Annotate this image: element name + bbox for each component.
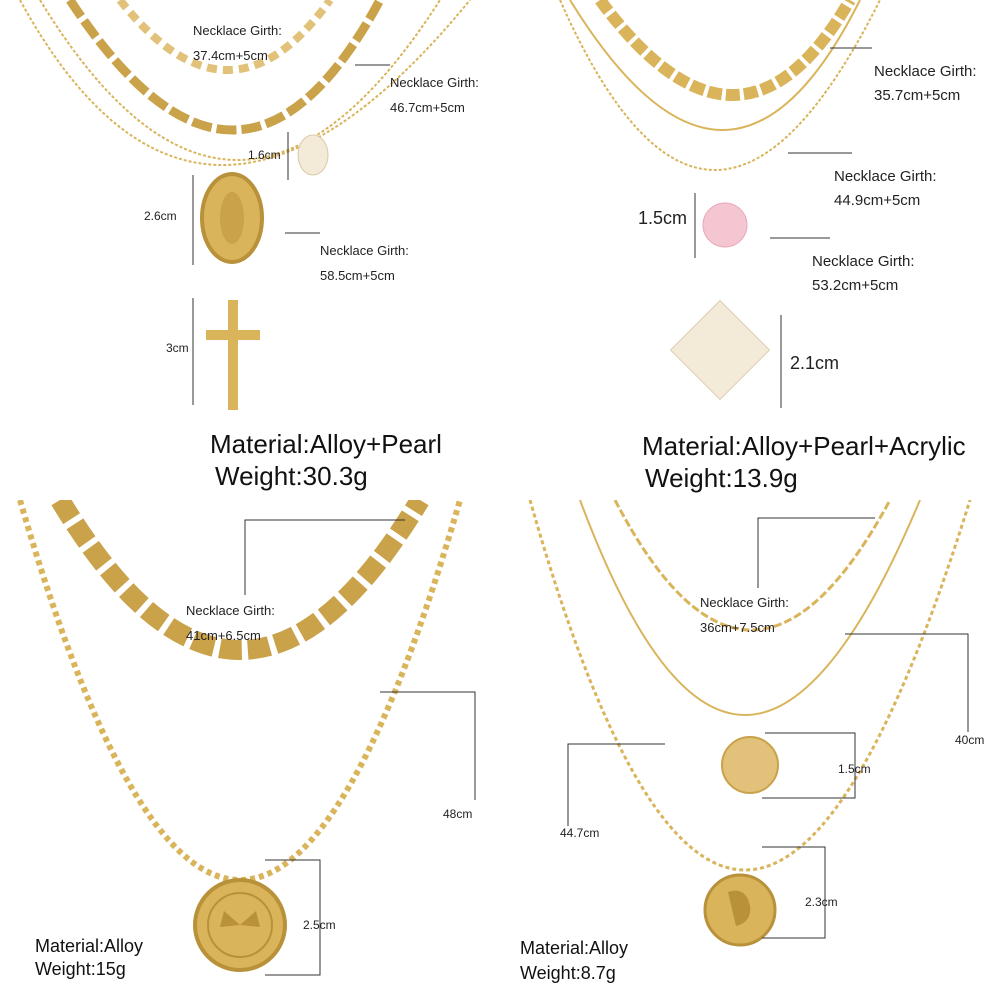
weight-text: Weight:30.3g [215,461,368,491]
panel-top-left: Necklace Girth: 37.4cm+5cm Necklace Girt… [0,0,500,500]
girth-label-2: Necklace Girth: 46.7cm+5cm [390,75,479,115]
girth-label-1: Necklace Girth: 35.7cm+5cm [874,63,977,104]
material-text: Material:Alloy [520,938,629,958]
weight-text: Weight:15g [35,959,126,979]
necklace-set-3-photo [17,500,476,976]
girth-label-3: Necklace Girth: 58.5cm+5cm [320,243,409,283]
panel-bottom-left: Necklace Girth: 41cm+6.5cm 48cm 2.5cm Ma… [0,500,500,1000]
dim-pearl: 1.6cm [248,148,281,162]
panel-top-right: Necklace Girth: 35.7cm+5cm Necklace Girt… [500,0,1000,500]
dim-medal: 2.6cm [144,209,177,223]
girth-label-1: Necklace Girth: 36cm+7.5cm [700,595,789,635]
necklace-set-1-photo [19,0,471,410]
material-text: Material:Alloy [35,936,144,956]
girth-label-3: Necklace Girth: 53.2cm+5cm [812,253,915,294]
dim-coin: 2.5cm [303,918,336,932]
dim-length: 48cm [443,807,473,821]
girth-label-2: Necklace Girth: 44.9cm+5cm [834,168,937,209]
material-text: Material:Alloy+Pearl [210,429,442,459]
girth-label-1: Necklace Girth: 37.4cm+5cm [193,23,282,63]
dim-queen-coin: 2.3cm [805,895,838,909]
dim-small-coin: 1.5cm [838,762,871,776]
panel-bottom-right: Necklace Girth: 36cm+7.5cm 40cm 1.5cm 44… [500,500,1000,1000]
dim-cross: 3cm [166,341,189,355]
dim-length-40: 40cm [955,733,985,747]
weight-text: Weight:13.9g [645,463,798,493]
necklace-set-4-photo [528,500,972,947]
necklace-set-2-photo [559,0,881,408]
dim-length-44: 44.7cm [560,826,600,840]
girth-label-1: Necklace Girth: 41cm+6.5cm [186,603,275,643]
dim-pink-pearl: 1.5cm [638,208,688,228]
weight-text: Weight:8.7g [520,963,616,983]
material-text: Material:Alloy+Pearl+Acrylic [642,431,966,461]
dim-square-pearl: 2.1cm [790,353,840,373]
